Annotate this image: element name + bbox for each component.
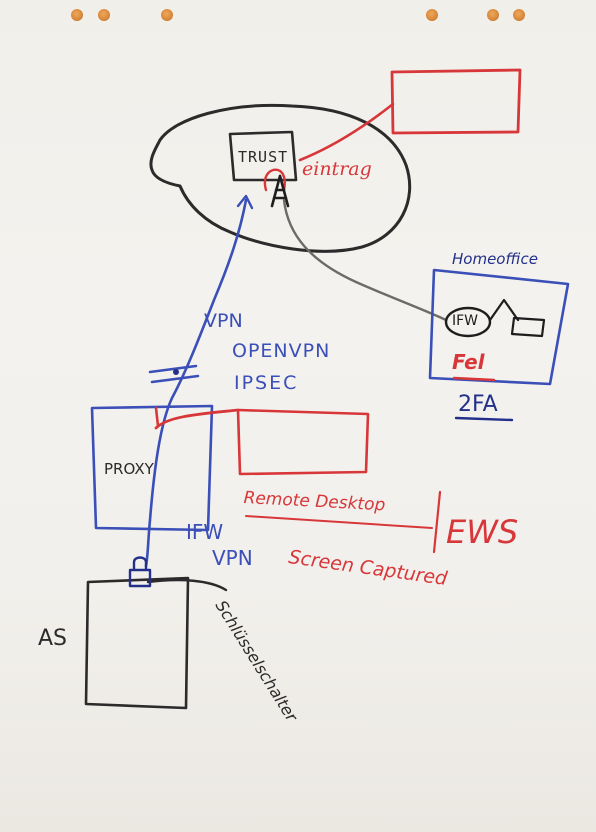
as-box: [84, 576, 190, 710]
trust-cloud: [149, 103, 412, 253]
vpn-lower-label: VPN: [212, 546, 253, 570]
twofa-label: 2FA: [458, 392, 498, 417]
vpn-line: [144, 198, 248, 568]
twofa-underline: [454, 416, 514, 422]
fel-label: Fel: [452, 350, 485, 374]
binder-hole: [98, 9, 110, 21]
vpn-label: VPN: [204, 310, 243, 332]
ifw-home-label: IFW: [452, 313, 479, 329]
red-box-remote: [236, 408, 370, 476]
as-link: [146, 578, 228, 592]
red-box-top: [390, 68, 522, 135]
vpn-cross: [148, 364, 200, 384]
homeoffice-box: [428, 268, 570, 386]
red-connector-top: [298, 102, 395, 162]
red-arc: [263, 168, 286, 192]
binder-hole: [513, 9, 525, 21]
trust-box: [228, 130, 298, 182]
ews-label: EWS: [446, 513, 519, 551]
openvpn-label: OPENVPN: [232, 340, 331, 362]
proxy-box: [90, 404, 214, 532]
ipsec-label: IPSEC: [234, 372, 299, 394]
ifw-label: IFW: [186, 520, 224, 544]
ews-divider: [432, 490, 442, 554]
remote-desktop-underline: [245, 515, 433, 529]
tower-icon: [270, 174, 290, 208]
ifw-home-circle: [444, 306, 492, 338]
as-label: AS: [38, 626, 68, 651]
trust-label: TRUST: [238, 148, 289, 166]
binder-hole: [487, 9, 499, 21]
gray-connection: [282, 198, 448, 322]
device-box: [510, 316, 546, 338]
device-link: [488, 298, 520, 322]
vpn-arrow: [236, 194, 254, 210]
binder-hole: [161, 9, 173, 21]
proxy-label: PROXY: [104, 460, 154, 478]
eintraege-label: eintrag: [302, 158, 372, 180]
homeoffice-label: Homeoffice: [452, 250, 538, 268]
fel-underline: [452, 376, 496, 382]
binder-hole: [71, 9, 83, 21]
proxy-red-line: [154, 408, 240, 430]
binder-hole: [426, 9, 438, 21]
lock-icon: [128, 556, 152, 588]
